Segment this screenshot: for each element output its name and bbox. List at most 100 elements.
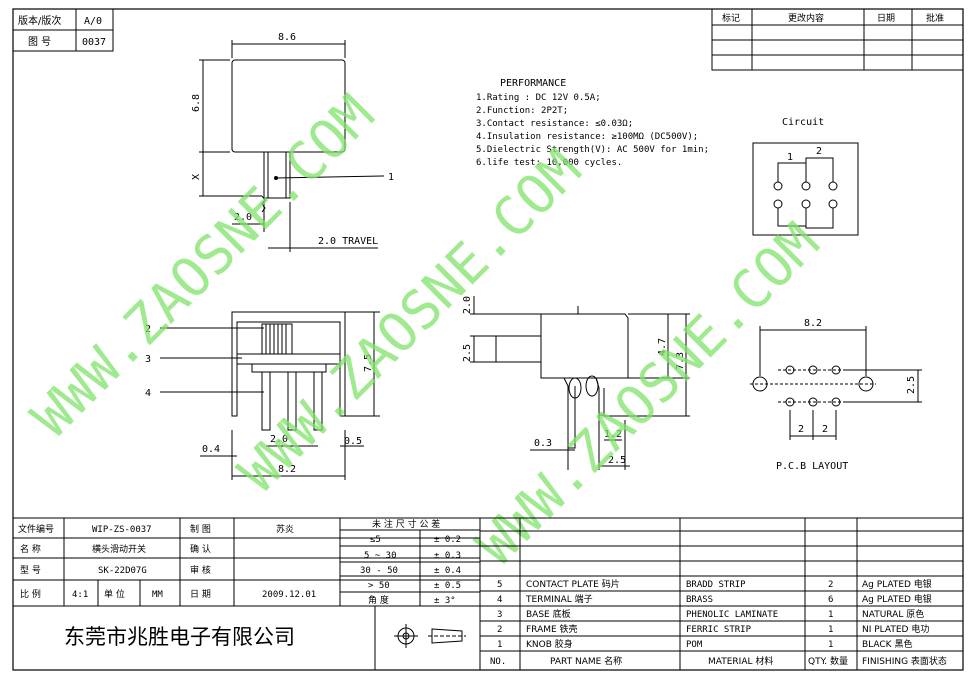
performance-line-1: 1.Rating : DC 12V 0.5A;: [476, 93, 601, 103]
version-value: A/0: [84, 16, 102, 27]
front-dim-8-2: 8.2: [278, 464, 296, 475]
side-view: [470, 296, 690, 470]
bom-r2-no: 2: [497, 625, 502, 635]
circuit-diagram: [752, 142, 859, 236]
revision-table: [711, 8, 964, 71]
file-no-label: 文件编号: [18, 523, 54, 535]
top-dim-width: 8.6: [278, 32, 296, 43]
made-by: 苏炎: [276, 523, 294, 535]
tol-r5-range: 角 度: [368, 594, 389, 606]
front-view: [160, 311, 380, 480]
side-dim-7-3: 7.3: [675, 352, 686, 370]
bom-r4-finish: Ag PLATED 电银: [862, 593, 932, 605]
side-dim-2-5: 2.5: [462, 344, 473, 362]
pcb-layout: [750, 326, 922, 440]
bom-r5-material: BRADD STRIP: [686, 580, 746, 590]
performance-line-4: 4.Insulation resistance: ≥100MΩ (DC500V)…: [476, 132, 698, 142]
side-dim-1-2: 1.2: [604, 429, 622, 440]
unit-label: 单 位: [104, 588, 125, 600]
circuit-title: Circuit: [782, 117, 824, 128]
bom-r3-material: PHENOLIC LAMINATE: [686, 610, 778, 620]
tol-r3-value: ± 0.4: [434, 566, 461, 576]
top-dim-height: 6.8: [191, 94, 202, 112]
bom-r1-qty: 1: [828, 640, 833, 650]
side-dim-0-3: 0.3: [534, 438, 552, 449]
top-callout-1: 1: [388, 172, 394, 183]
tol-r5-value: ± 3°: [434, 596, 456, 606]
bom-r3-finish: NATURAL 原色: [862, 608, 924, 620]
date-label: 日 期: [190, 589, 211, 600]
pcb-dim-2a: 2: [798, 424, 804, 435]
bom-r2-finish: NI PLATED 电功: [862, 623, 929, 635]
confirm-label: 确 认: [190, 543, 211, 555]
review-label: 审 核: [190, 564, 211, 576]
title-block-grid: [13, 517, 963, 670]
revision-col-content: 更改内容: [788, 12, 824, 24]
top-view: [199, 40, 385, 252]
bom-r2-material: FERRIC STRIP: [686, 625, 752, 635]
front-dim-0-5: 0.5: [344, 436, 362, 447]
sheet-border: [12, 8, 964, 671]
bom-r2-qty: 1: [828, 625, 833, 635]
top-dim-x: X: [191, 174, 202, 180]
front-dim-2-0: 2.0: [270, 434, 288, 445]
bom-r1-part: KNOB 胶身: [526, 638, 573, 650]
tol-r3-range: 30 - 50: [360, 566, 398, 576]
side-dim-2-0: 2.0: [462, 296, 473, 314]
drawing-no-value: 0037: [82, 37, 106, 48]
name-label: 名 称: [20, 543, 41, 555]
bom-r5-no: 5: [497, 580, 502, 590]
bom-r5-part: CONTACT PLATE 码片: [526, 578, 620, 590]
bom-r4-part: TERMINAL 端子: [525, 593, 593, 605]
front-callout-2: 2: [145, 324, 151, 335]
bom-r4-no: 4: [497, 595, 502, 605]
bom-header-qty: QTY. 数量: [808, 655, 848, 667]
performance-line-5: 5.Dielectric Strength(V): AC 500V for 1m…: [476, 145, 709, 155]
scale-value: 4:1: [72, 590, 88, 600]
performance-line-3: 3.Contact resistance: ≤0.03Ω;: [476, 119, 633, 129]
bom-r3-qty: 1: [828, 610, 833, 620]
revision-col-date: 日期: [877, 13, 895, 24]
header-block: [12, 8, 114, 52]
projection-symbol-icon: [394, 624, 466, 648]
bom-r5-finish: Ag PLATED 电银: [862, 578, 932, 590]
top-dim-2-0: 2.0: [234, 212, 252, 223]
front-dim-0-4: 0.4: [202, 444, 220, 455]
performance-title: PERFORMANCE: [500, 78, 566, 89]
circuit-label-1: 1: [787, 152, 793, 163]
tol-r2-range: 5 ~ 30: [364, 551, 397, 561]
bom-header-part: PART NAME 名称: [550, 655, 622, 667]
tol-r2-value: ± 0.3: [434, 551, 461, 561]
tol-r1-range: ≤5: [370, 535, 381, 545]
bom-r3-part: BASE 底板: [526, 608, 571, 620]
bom-header-material: MATERIAL 材料: [708, 655, 773, 667]
tolerance-title: 未 注 尺 寸 公 差: [372, 518, 440, 530]
bom-header-no: NO.: [490, 657, 506, 667]
unit-value: MM: [152, 590, 163, 600]
model-value: SK-22D07G: [98, 566, 147, 576]
side-dim-4-7: 4.7: [657, 338, 668, 356]
tol-r4-range: > 50: [368, 581, 390, 591]
pcb-dim-8-2: 8.2: [804, 318, 822, 329]
tol-r4-value: ± 0.5: [434, 581, 461, 591]
pcb-title: P.C.B LAYOUT: [776, 461, 848, 472]
revision-col-mark: 标记: [722, 12, 740, 24]
front-dim-7-5: 7.5: [363, 354, 374, 372]
pcb-dim-2b: 2: [822, 424, 828, 435]
pcb-dim-2-5: 2.5: [906, 376, 917, 394]
part-name: 横头滑动开关: [92, 543, 146, 555]
bom-header-finish: FINISHING 表面状态: [862, 655, 947, 667]
performance-line-6: 6.life test: 10,000 cycles.: [476, 158, 622, 168]
bom-r1-material: POM: [686, 640, 703, 650]
model-label: 型 号: [20, 565, 41, 576]
tol-r1-value: ± 0.2: [434, 535, 461, 545]
side-dim-2-5b: 2.5: [608, 455, 626, 466]
bom-r1-no: 1: [497, 640, 502, 650]
circuit-label-2: 2: [816, 146, 822, 157]
bom-r2-part: FRAME 铁壳: [526, 623, 578, 635]
bom-r5-qty: 2: [828, 580, 833, 590]
file-no: WIP-ZS-0037: [92, 525, 152, 535]
date-value: 2009.12.01: [262, 590, 316, 600]
front-callout-4: 4: [145, 388, 151, 399]
